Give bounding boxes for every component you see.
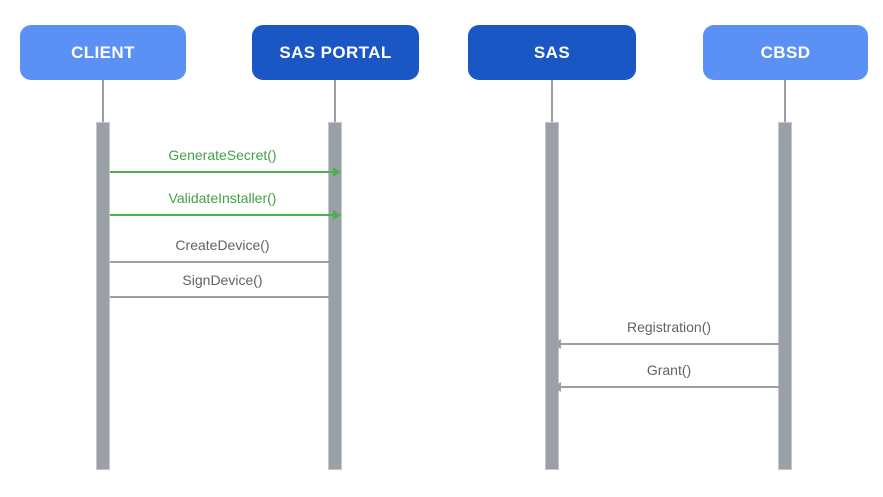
actor-box-client[interactable]: CLIENT: [20, 25, 186, 80]
message-label-grant: Grant(): [646, 362, 692, 378]
message-line-grant: [559, 386, 779, 388]
message-label-validate-installer: ValidateInstaller(): [168, 190, 277, 206]
lifeline-client: [102, 80, 104, 122]
lifeline-sas-portal: [334, 80, 336, 122]
message-line-generate-secret: [110, 171, 335, 173]
arrow-head-grant: [553, 382, 561, 392]
actor-box-sas[interactable]: SAS: [468, 25, 636, 80]
lifeline-cbsd: [784, 80, 786, 122]
activation-bar-sas: [545, 122, 559, 470]
activation-bar-cbsd: [778, 122, 792, 470]
actor-box-sas-portal[interactable]: SAS PORTAL: [252, 25, 419, 80]
arrow-head-create-device: [333, 257, 341, 267]
arrow-head-validate-installer: [333, 210, 341, 220]
arrow-head-sign-device: [333, 292, 341, 302]
message-label-registration: Registration(): [626, 319, 712, 335]
lifeline-sas: [551, 80, 553, 122]
message-line-validate-installer: [110, 214, 335, 216]
actor-label-sas: SAS: [533, 42, 571, 62]
message-label-sign-device: SignDevice(): [182, 272, 263, 288]
message-label-generate-secret: GenerateSecret(): [168, 147, 277, 163]
activation-bar-client: [96, 122, 110, 470]
message-line-sign-device: [110, 296, 335, 298]
arrow-head-registration: [553, 339, 561, 349]
actor-label-cbsd: CBSD: [760, 42, 811, 62]
message-label-create-device: CreateDevice(): [175, 237, 270, 253]
message-line-create-device: [110, 261, 335, 263]
actor-label-client: CLIENT: [71, 42, 135, 62]
arrow-head-generate-secret: [333, 167, 341, 177]
actor-label-sas-portal: SAS PORTAL: [279, 42, 392, 62]
message-line-registration: [559, 343, 779, 345]
actor-box-cbsd[interactable]: CBSD: [703, 25, 868, 80]
